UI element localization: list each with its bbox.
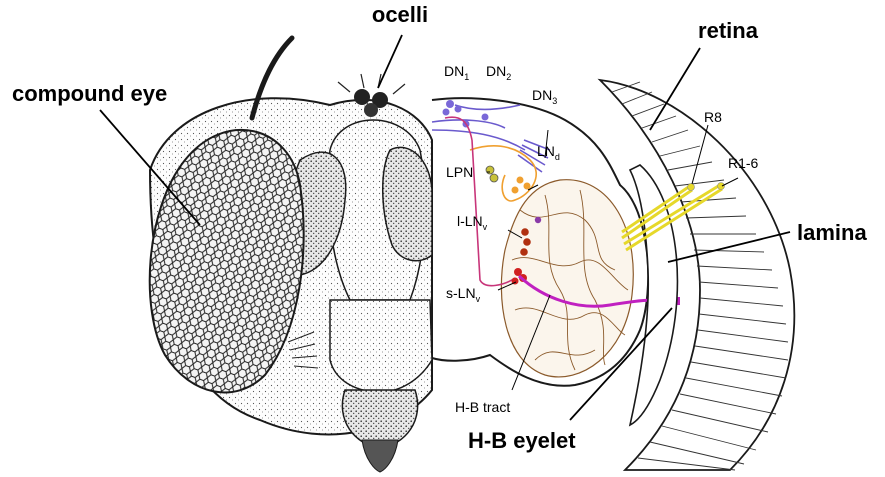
label-retina: retina <box>698 18 759 43</box>
label-dn2: DN2 <box>486 63 511 82</box>
lnd-somata <box>512 177 531 194</box>
lpn-somata <box>486 166 498 182</box>
face <box>330 300 432 392</box>
label-hb-eyelet: H-B eyelet <box>468 428 576 453</box>
label-hb-tract: H-B tract <box>455 399 510 415</box>
brain-schematic <box>432 98 680 386</box>
label-dn3: DN3 <box>532 87 557 106</box>
label-lpn: LPN <box>446 164 473 180</box>
proboscis <box>342 390 417 448</box>
fly-head-illustration <box>150 38 432 472</box>
label-compound-eye: compound eye <box>12 81 167 106</box>
label-ocelli: ocelli <box>372 2 428 27</box>
r1-6-terminal <box>718 183 725 190</box>
label-s-lnv: s-LNv <box>446 285 481 304</box>
label-l-lnv: l-LNv <box>457 213 488 232</box>
label-lamina: lamina <box>797 220 867 245</box>
r8-terminal <box>688 184 695 191</box>
label-r1-6: R1-6 <box>728 155 759 171</box>
label-lnd: LNd <box>537 143 560 162</box>
label-dn1: DN1 <box>444 63 469 82</box>
proboscis-tip <box>362 440 398 472</box>
label-r8: R8 <box>704 109 722 125</box>
